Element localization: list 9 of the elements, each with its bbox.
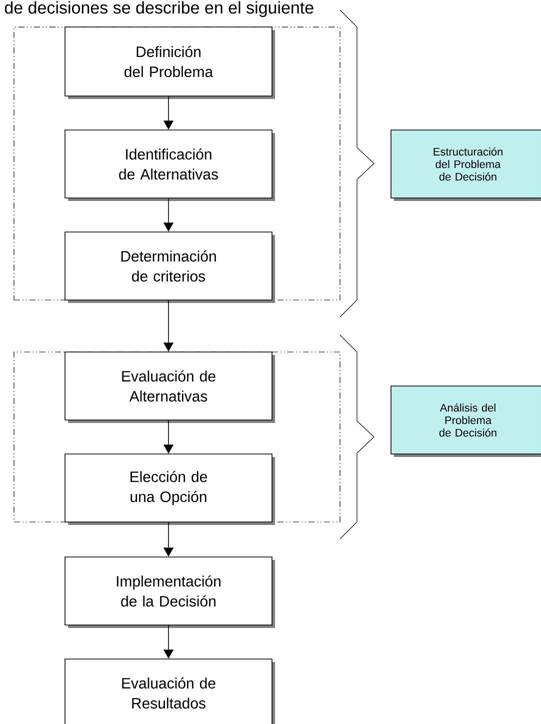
process-box: Determinación de criterios bbox=[64, 232, 275, 303]
process-box: Definición del Problema bbox=[64, 26, 275, 99]
process-box: Implementación de la Decisión bbox=[64, 556, 275, 628]
process-box: Evaluación de Resultados bbox=[64, 658, 275, 724]
process-box: Identificación de Alternativas bbox=[64, 130, 275, 201]
process-box: Evaluación de Alternativas bbox=[64, 352, 275, 423]
process-box: Elección de una Opción bbox=[64, 454, 275, 525]
stage-box: Análisis del Problema de Decisión bbox=[390, 386, 541, 457]
stage-box: Estructuración del Problema de Decisión bbox=[390, 130, 541, 201]
